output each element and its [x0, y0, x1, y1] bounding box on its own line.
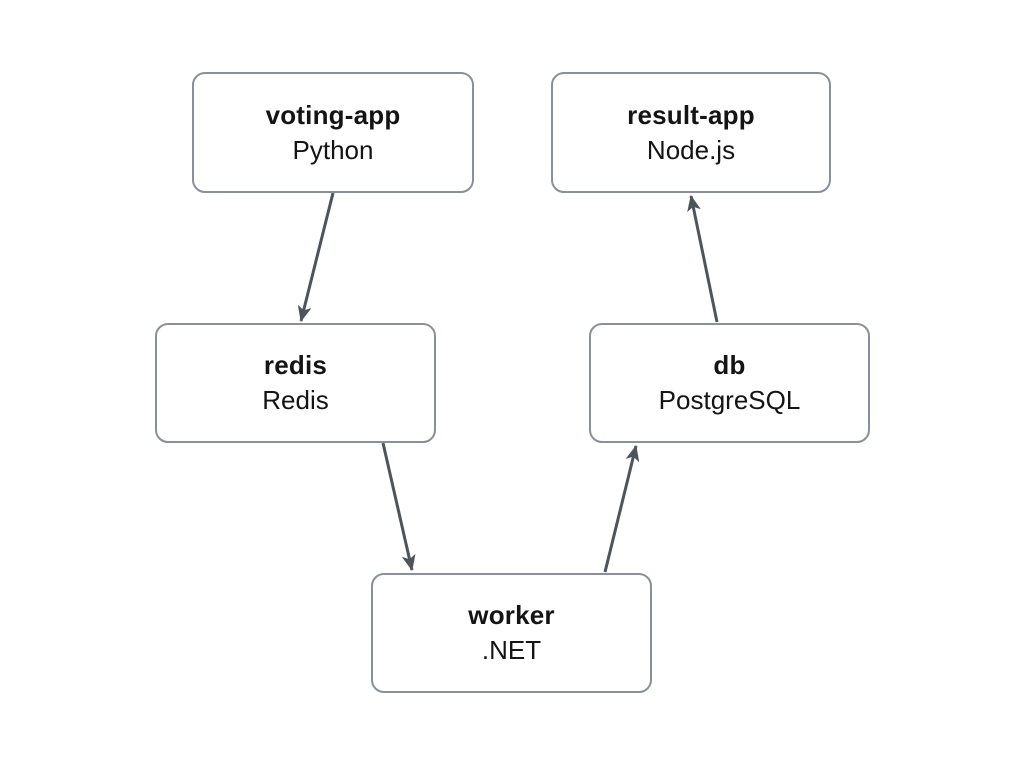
edge-votingapp-to-redis [297, 192, 335, 322]
edge-redis-to-worker [381, 442, 416, 571]
node-subtitle: PostgreSQL [658, 385, 801, 415]
node-redis: redis Redis [155, 323, 436, 443]
node-title: voting-app [265, 99, 401, 130]
node-worker: worker .NET [371, 573, 652, 693]
node-title: worker [468, 600, 555, 630]
node-subtitle: Python [292, 134, 374, 165]
node-subtitle: .NET [481, 635, 542, 665]
node-result-app: result-app Node.js [551, 72, 831, 193]
node-title: result-app [627, 99, 755, 130]
node-subtitle: Redis [262, 385, 329, 415]
node-title: redis [263, 350, 328, 380]
node-voting-app: voting-app Python [192, 72, 474, 193]
node-db: db PostgreSQL [589, 323, 870, 443]
edge-db-to-resultapp [687, 195, 719, 323]
node-subtitle: Node.js [646, 134, 736, 165]
edge-worker-to-db [603, 445, 640, 573]
node-title: db [713, 350, 746, 380]
